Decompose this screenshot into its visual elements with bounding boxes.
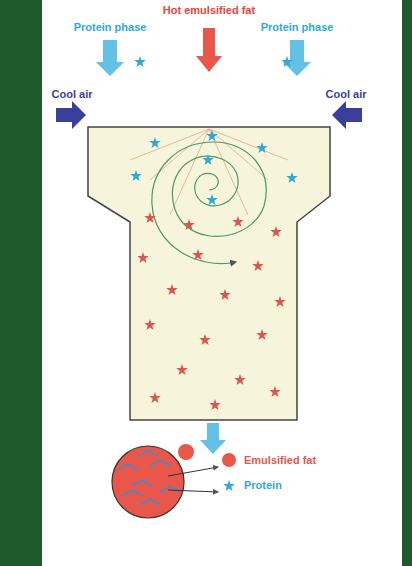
particle-star <box>286 172 297 183</box>
particle-star <box>144 319 155 330</box>
legend-label: Emulsified fat <box>244 454 316 467</box>
particle-star <box>252 260 263 271</box>
fat-inlet-arrow <box>196 28 222 72</box>
flow-label: Cool air <box>326 88 367 101</box>
particle <box>112 446 184 518</box>
protein-inlet-arrow <box>96 40 124 76</box>
particle-star <box>149 392 160 403</box>
particle-star <box>202 154 213 165</box>
particle-star <box>206 130 217 141</box>
particle-star <box>234 374 245 385</box>
particle-star <box>219 289 230 300</box>
particle-star <box>134 56 145 67</box>
particle-star <box>144 212 155 223</box>
chamber <box>88 127 330 420</box>
particle-star <box>256 142 267 153</box>
flow-label: Protein phase <box>74 21 147 34</box>
particle-star <box>269 386 280 397</box>
particle-star <box>192 249 203 260</box>
particle-star <box>209 399 220 410</box>
fat-droplet <box>178 444 194 460</box>
particle-star <box>274 296 285 307</box>
particle-star <box>281 56 292 67</box>
particle-star <box>166 284 177 295</box>
particle-star <box>270 226 281 237</box>
outlet-arrow <box>200 423 226 454</box>
air-inlet-arrow <box>332 101 362 129</box>
particle-star <box>232 216 243 227</box>
particle-star <box>199 334 210 345</box>
particle-star <box>176 364 187 375</box>
particle-star <box>256 329 267 340</box>
particle-star <box>149 137 160 148</box>
air-inlet-arrow <box>56 101 86 129</box>
particle-star <box>206 194 217 205</box>
flow-label: Protein phase <box>261 21 334 34</box>
particle-star <box>223 480 234 491</box>
flow-label: Hot emulsified fat <box>163 4 255 17</box>
particle-star <box>130 170 141 181</box>
particle-star <box>137 252 148 263</box>
legend-swatch <box>222 453 236 467</box>
legend-label: Protein <box>244 479 282 492</box>
particle-star <box>183 219 194 230</box>
flow-label: Cool air <box>52 88 93 101</box>
